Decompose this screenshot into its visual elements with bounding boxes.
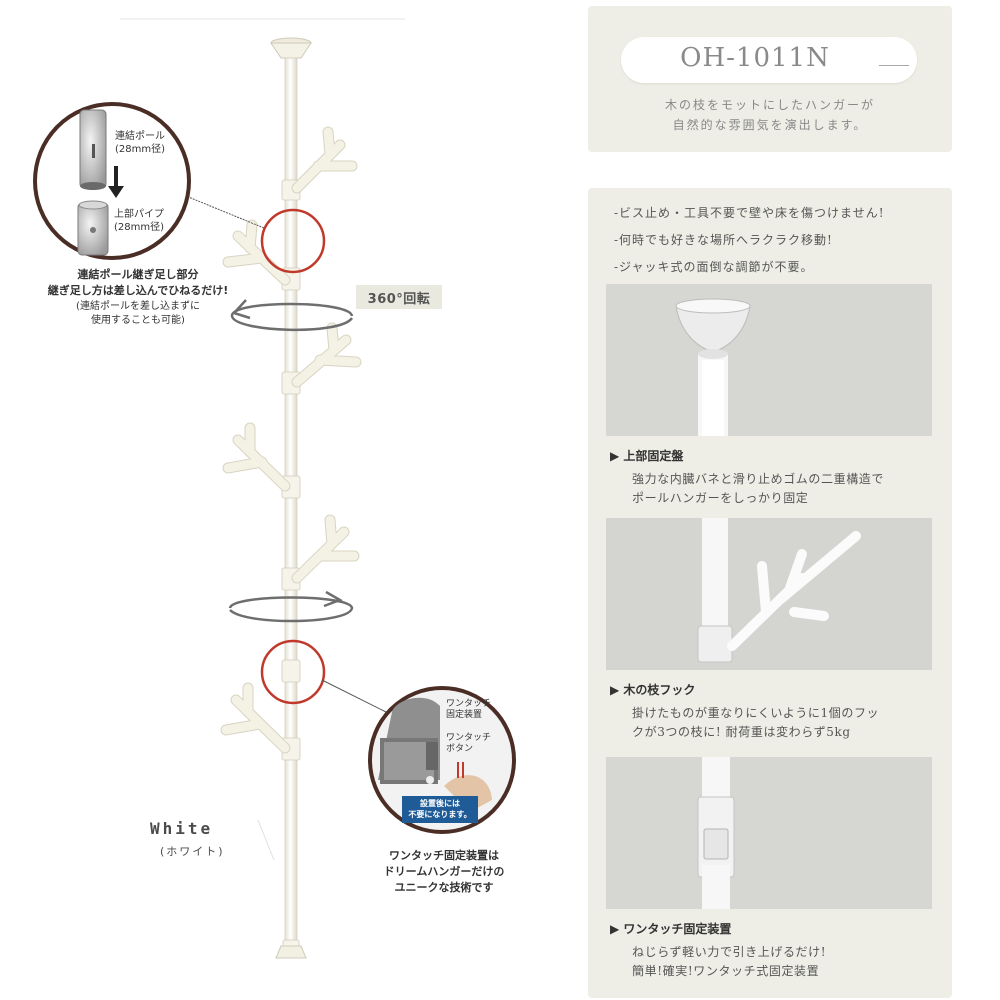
feature-desc-top-plate: 強力な内臓バネと滑り止めゴムの二重構造で ポールハンガーをしっかり固定 [632, 470, 932, 508]
highlight-ring-connector [260, 208, 326, 274]
connector-bottom-label-line2: (28mm径) [114, 222, 165, 233]
leader-line-connector [185, 195, 265, 229]
lock-button-label-line1: ワンタッチ [446, 733, 492, 743]
tagline-line1: 木の枝をモットにしたハンガーが [664, 98, 875, 112]
removal-note-tag: 設置後には 不要になります。 [402, 796, 478, 823]
feature-desc-lock-device-line1: ねじらず軽い力で引き上げるだけ! [632, 945, 827, 959]
highlight-ring-lock [260, 639, 326, 705]
lock-device-image [606, 757, 932, 909]
removal-note-tag-line1: 設置後には [420, 799, 460, 808]
leader-line-lock [321, 679, 387, 713]
bottom-base [275, 945, 307, 959]
connector-bottom-label: 上部パイプ (28mm径) [114, 208, 164, 234]
branch-hook-photo [606, 518, 932, 670]
lock-device-label-line2: 固定装置 [446, 710, 483, 720]
color-label-jp: (ホワイト) [160, 845, 225, 858]
feature-desc-lock-device: ねじらず軽い力で引き上げるだけ! 簡単!確実!ワンタッチ式固定装置 [632, 943, 932, 981]
lock-button-label-line2: ボタン [446, 744, 474, 754]
feature-desc-top-plate-line2: ポールハンガーをしっかり固定 [632, 491, 809, 505]
connector-callout-circle [33, 102, 191, 260]
lock-note-line3: ユニークな技術です [394, 881, 494, 894]
feature-bullet: -ジャッキ式の面倒な調節が不要。 [614, 260, 814, 274]
tagline-line2: 自然的な雰囲気を演出します。 [672, 118, 868, 132]
white-label-pointer [257, 819, 275, 861]
branch-hooks [220, 126, 362, 754]
connector-top-label-line1: 連結ポール [115, 131, 165, 142]
lock-device-photo [606, 757, 932, 909]
top-plate-photo [606, 284, 932, 436]
connector-note-line1: 連結ポール継ぎ足し部分 [77, 268, 199, 281]
connector-top-label: 連結ポール (28mm径) [115, 130, 165, 156]
feature-desc-branch-hook-line2: クが3つの枝に! 耐荷重は変わらず5kg [632, 725, 851, 739]
removal-note-tag-line2: 不要になります。 [408, 810, 472, 819]
connector-note-line3: (連結ポールを差し込まずに [76, 301, 200, 312]
top-plate-image [606, 284, 932, 436]
feature-bullet: -ビス止め・工具不要で壁や床を傷つけません! [614, 206, 885, 220]
lock-device-label: ワンタッチ 固定装置 [446, 699, 491, 721]
lock-note-line2: ドリームハンガーだけの [383, 865, 505, 878]
feature-desc-branch-hook-line1: 掛けたものが重なりにくいように1個のフッ [632, 706, 880, 720]
connector-note-line4: 使用することも可能) [91, 315, 185, 326]
connector-bottom-label-line1: 上部パイプ [114, 209, 164, 220]
feature-bullet: -何時でも好きな場所へラクラク移動! [614, 233, 833, 247]
lock-device-label-line1: ワンタッチ [446, 699, 492, 709]
connector-top-label-line2: (28mm径) [115, 144, 166, 155]
model-name: OH-1011N [680, 43, 830, 73]
feature-title-top-plate: ▶ 上部固定盤 [610, 449, 684, 463]
rotation-arrow-lower [228, 590, 354, 623]
lock-button-label: ワンタッチ ボタン [446, 733, 491, 755]
model-pill: OH-1011N [621, 37, 917, 83]
feature-panel: -ビス止め・工具不要で壁や床を傷つけません! -何時でも好きな場所へラクラク移動… [588, 188, 952, 998]
rotation-arrow-upper [230, 299, 354, 332]
top-fixing-plate [270, 37, 312, 59]
feature-desc-branch-hook: 掛けたものが重なりにくいように1個のフッ クが3つの枝に! 耐荷重は変わらず5k… [632, 704, 932, 742]
feature-title-branch-hook: ▶ 木の枝フック [610, 683, 696, 697]
model-underline [879, 65, 909, 66]
color-label: White [150, 819, 214, 838]
connector-note-line2: 継ぎ足し方は差し込んでひねるだけ! [47, 284, 229, 297]
feature-title-lock-device: ▶ ワンタッチ固定装置 [610, 922, 732, 936]
feature-desc-top-plate-line1: 強力な内臓バネと滑り止めゴムの二重構造で [632, 472, 885, 486]
pole-hanger-illustration [33, 18, 516, 959]
feature-desc-lock-device-line2: 簡単!確実!ワンタッチ式固定装置 [632, 964, 820, 978]
model-panel: OH-1011N 木の枝をモットにしたハンガーが 自然的な雰囲気を演出します。 [588, 6, 952, 152]
branch-hook-image [606, 518, 932, 670]
lock-note-line1: ワンタッチ固定装置は [389, 849, 499, 862]
rotation-label: 360°回転 [356, 285, 442, 309]
